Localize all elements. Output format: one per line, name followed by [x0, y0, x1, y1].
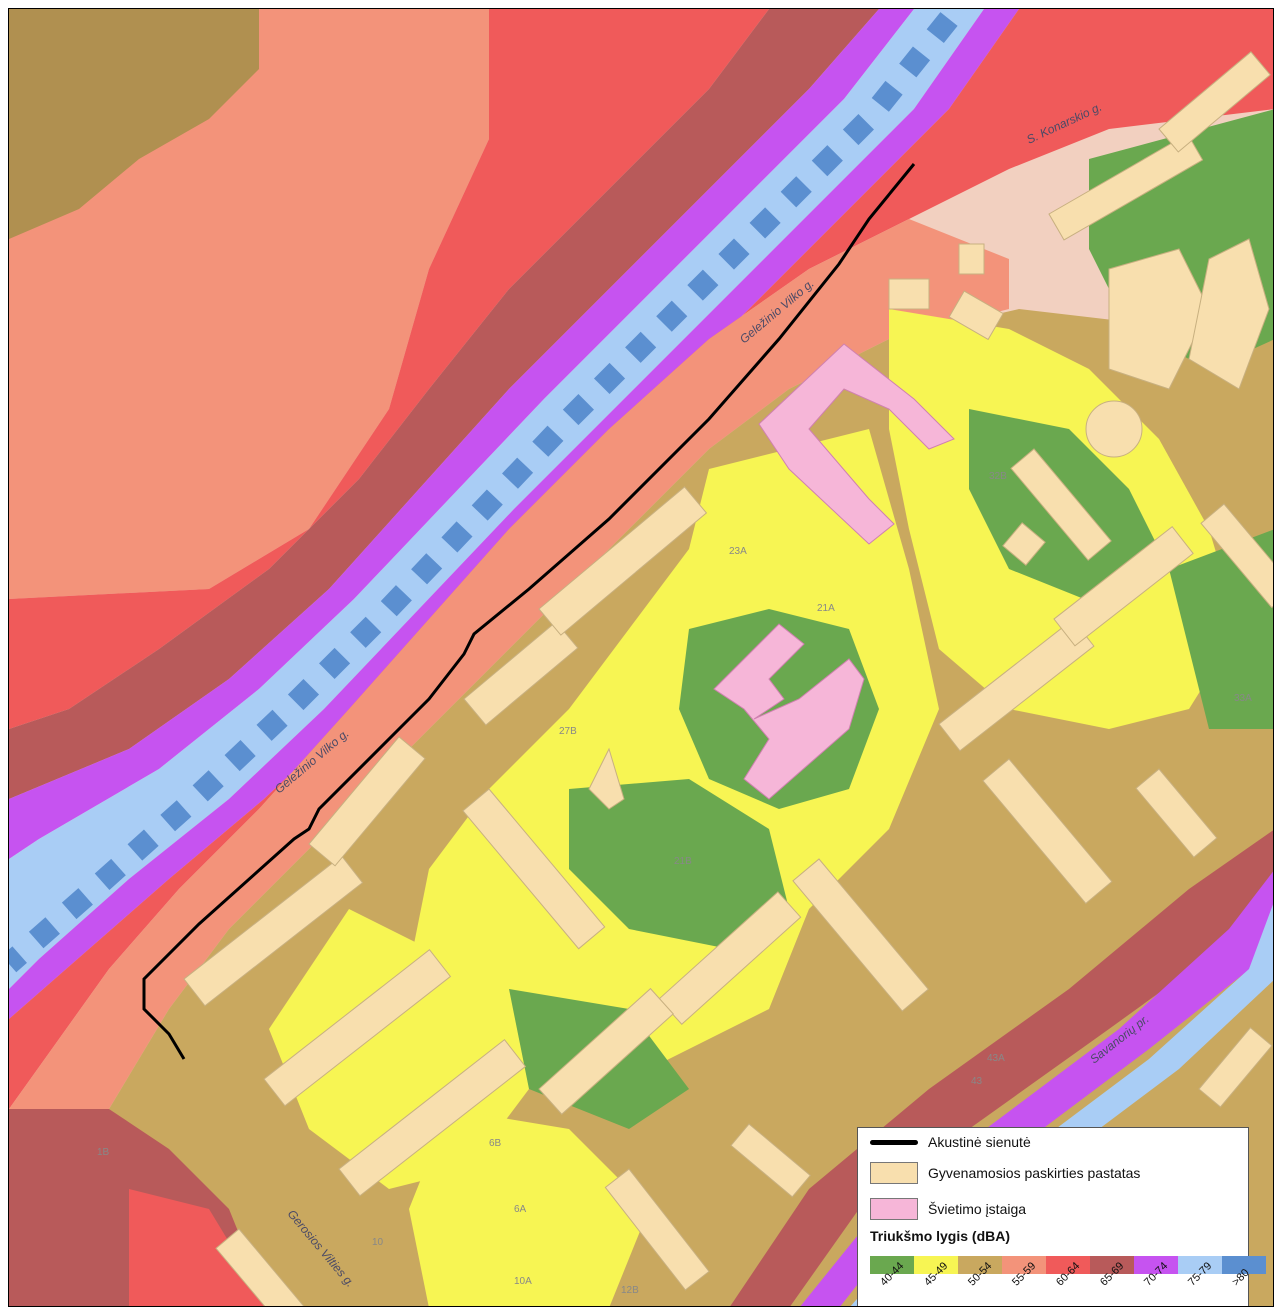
building	[888, 278, 930, 310]
building	[1010, 448, 1112, 561]
noise-class-swatch: >80	[1222, 1256, 1266, 1288]
zone-40-44-edge	[1169, 529, 1273, 729]
building	[263, 949, 452, 1107]
legend-row-education: Švietimo įstaiga	[870, 1198, 1026, 1220]
building	[462, 788, 606, 950]
building	[1053, 525, 1194, 647]
noise-class-swatch: 50-54	[958, 1256, 1002, 1288]
zone-70-74-right	[9, 9, 1019, 1019]
noise-class-swatch: 45-49	[914, 1256, 958, 1288]
legend-row-residential: Gyvenamosios paskirties pastatas	[870, 1162, 1140, 1184]
legend-education-label: Švietimo įstaiga	[928, 1201, 1027, 1217]
building	[338, 1039, 527, 1197]
noise-class-swatch: 60-64	[1046, 1256, 1090, 1288]
noise-class-label: 55-59	[1010, 1260, 1039, 1289]
zone-60-64-right	[9, 9, 1273, 1109]
zone-60-64-left	[9, 9, 769, 729]
noise-class-swatch: 55-59	[1002, 1256, 1046, 1288]
building	[1085, 400, 1143, 458]
building	[588, 747, 625, 810]
address-label: 1B	[97, 1147, 110, 1158]
school-building	[713, 623, 865, 800]
building	[463, 621, 579, 726]
address-label: 21A	[817, 603, 835, 614]
noise-color-ramp: 40-44 45-49 50-54 55-59 60-64 65-69 70-74 75-79…	[870, 1256, 1266, 1288]
address-label: 32B	[989, 471, 1007, 482]
zone-65-69-left	[9, 9, 879, 799]
building	[1048, 133, 1204, 241]
building	[604, 1168, 710, 1291]
zone-70-74-band	[9, 9, 914, 859]
map-legend: Akustinė sienutė Gyvenamosios paskirties…	[857, 1127, 1266, 1306]
building	[792, 858, 929, 1012]
building	[958, 243, 985, 275]
zone-50-54-corner	[9, 9, 259, 239]
zone-45-49-bottom	[409, 1109, 649, 1306]
noise-class-label: 60-64	[1054, 1260, 1083, 1289]
legend-residential-label: Gyvenamosios paskirties pastatas	[928, 1165, 1141, 1181]
legend-row-wall: Akustinė sienutė	[870, 1134, 1031, 1150]
building	[1198, 1027, 1273, 1108]
building	[948, 290, 1004, 341]
building	[1135, 768, 1218, 858]
building	[1158, 51, 1271, 153]
address-label: 43	[971, 1076, 983, 1087]
building	[982, 758, 1113, 905]
residential-buildings	[183, 51, 1273, 1306]
school-building	[758, 343, 955, 545]
zone-45-49-center	[409, 429, 939, 1089]
zone-60-64-lowleft	[129, 1189, 268, 1306]
building	[538, 486, 708, 636]
residential-swatch-icon	[870, 1162, 918, 1184]
zone-55-59-mid	[9, 219, 1009, 1109]
building	[1108, 248, 1210, 390]
noise-class-label: 50-54	[966, 1260, 995, 1289]
building	[1002, 522, 1046, 566]
legend-noise-title: Triukšmo lygis (dBA)	[870, 1228, 1011, 1244]
address-label: 27B	[559, 726, 577, 737]
noise-class-label: 65-69	[1098, 1260, 1127, 1289]
building	[538, 987, 674, 1115]
building	[1188, 238, 1270, 390]
education-buildings	[713, 343, 955, 800]
address-label: 12B	[621, 1285, 639, 1296]
building	[1200, 503, 1273, 609]
address-label: 10	[372, 1237, 384, 1248]
building	[730, 1123, 811, 1198]
address-label: 6A	[514, 1204, 527, 1215]
noise-class-swatch: 70-74	[1134, 1256, 1178, 1288]
acoustic-wall	[142, 163, 916, 1060]
education-swatch-icon	[870, 1198, 918, 1220]
building	[215, 1228, 317, 1306]
noise-class-label: 40-44	[878, 1260, 907, 1289]
address-label: 43A	[987, 1053, 1005, 1064]
noise-class-label: 75-79	[1186, 1260, 1215, 1289]
noise-class-label: 45-49	[922, 1260, 951, 1289]
building	[308, 736, 426, 867]
noise-class-label: >80	[1230, 1266, 1252, 1289]
zone-40-44-mid	[569, 779, 789, 949]
wall-line-icon	[870, 1139, 918, 1145]
zone-80-road-core	[9, 12, 958, 973]
address-label: 6B	[489, 1138, 502, 1149]
noise-class-swatch: 65-69	[1090, 1256, 1134, 1288]
noise-class-swatch: 40-44	[870, 1256, 914, 1288]
noise-class-swatch: 75-79	[1178, 1256, 1222, 1288]
noise-map: Geležinio Vilko g. Geležinio Vilko g. S.…	[8, 8, 1274, 1307]
legend-wall-label: Akustinė sienutė	[928, 1134, 1031, 1150]
address-label: 10A	[514, 1276, 532, 1287]
map-canvas: Geležinio Vilko g. Geležinio Vilko g. S.…	[9, 9, 1273, 1306]
building	[183, 855, 364, 1007]
noise-class-label: 70-74	[1142, 1260, 1171, 1289]
address-label: 21B	[674, 856, 692, 867]
address-label: 23A	[729, 546, 747, 557]
address-label: 33A	[1234, 693, 1252, 704]
